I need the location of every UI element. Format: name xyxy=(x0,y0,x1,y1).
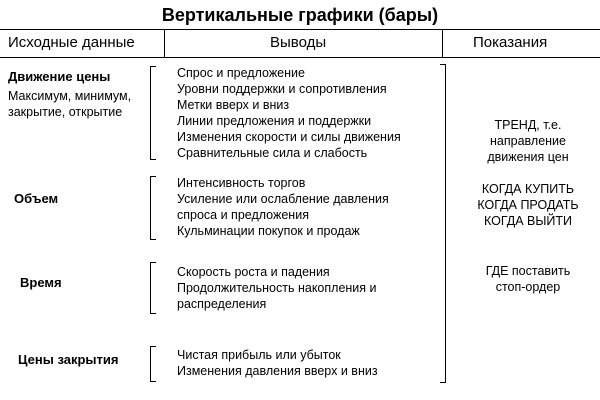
header-divider-2 xyxy=(442,29,443,57)
list-price-movement: Спрос и предложение Уровни поддержки и с… xyxy=(177,66,401,160)
diagram-title: Вертикальные графики (бары) xyxy=(161,5,439,25)
category-volume: Объем xyxy=(14,191,59,206)
indication-trend: ТРЕНД, т.е. направление движения цен xyxy=(487,118,569,164)
bracket-closing-prices xyxy=(150,346,156,382)
header-outputs: Выводы xyxy=(270,34,327,51)
category-time: Время xyxy=(20,275,62,290)
category-closing-prices: Цены закрытия xyxy=(18,352,119,367)
category-price-details: Максимум, минимум, закрытие, открытие xyxy=(8,89,132,119)
indication-when: КОГДА КУПИТЬ КОГДА ПРОДАТЬ КОГДА ВЫЙТИ xyxy=(477,182,579,228)
bracket-outputs-right xyxy=(440,64,446,383)
list-volume: Интенсивность торгов Усиление или ослабл… xyxy=(177,176,389,238)
bracket-volume xyxy=(150,176,156,240)
indication-stop-order: ГДЕ поставить стоп-ордер xyxy=(485,264,571,294)
header-divider-1 xyxy=(164,29,165,57)
bracket-time xyxy=(150,262,156,314)
bracket-price-movement xyxy=(150,66,156,160)
header-inputs: Исходные данные xyxy=(8,34,135,51)
header-indications: Показания xyxy=(473,34,548,51)
category-price-movement: Движение цены xyxy=(8,69,111,84)
header-top-line xyxy=(0,29,600,30)
list-closing-prices: Чистая прибыль или убыток Изменения давл… xyxy=(177,348,378,378)
header-bottom-line xyxy=(0,57,600,58)
list-time: Скорость роста и падения Продолжительнос… xyxy=(177,265,377,311)
